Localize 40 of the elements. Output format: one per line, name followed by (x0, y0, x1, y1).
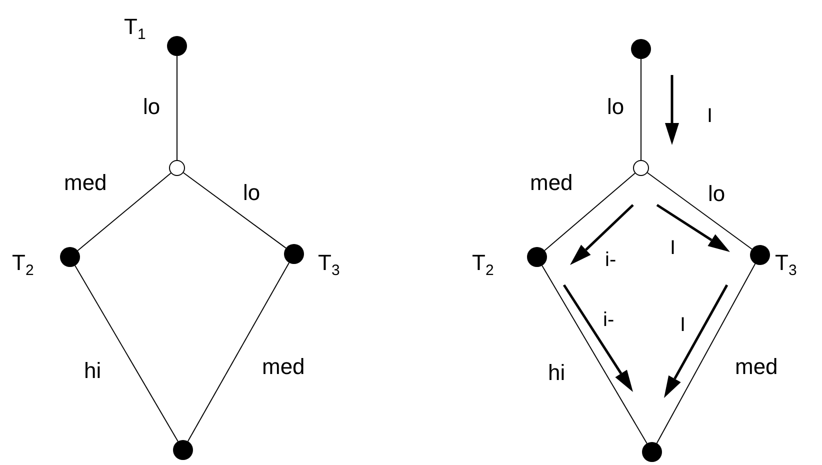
connector-line (544, 172, 636, 251)
connector-line (542, 265, 648, 444)
flow-label: I (670, 238, 676, 258)
node-dot (750, 245, 770, 265)
edge-label: lo (243, 182, 260, 204)
connector-line (176, 56, 178, 160)
node-dot (167, 36, 187, 56)
connector-line (182, 172, 286, 249)
connector-line (656, 263, 756, 444)
edge-label: med (64, 172, 107, 194)
node-label: T$_{3}$ (775, 252, 797, 278)
connector-line (646, 172, 752, 250)
flow-label: I (707, 106, 713, 126)
edge-label: hi (548, 362, 566, 384)
edge-label: med (735, 356, 778, 378)
edge-label: lo (708, 183, 726, 205)
node-label: T$_{2}$ (12, 252, 34, 278)
hollow-junction (169, 160, 185, 176)
flow-label: i- (605, 250, 616, 270)
flow-label: i- (603, 310, 614, 330)
node-label: T$_{3}$ (318, 252, 340, 278)
connector-line (640, 58, 642, 160)
node-dot (284, 244, 304, 264)
node-dot (631, 39, 651, 59)
node-dot (527, 247, 547, 267)
connector-line (74, 265, 178, 442)
connector-line (77, 172, 172, 252)
hollow-junction (633, 160, 649, 176)
edge-label: lo (607, 96, 624, 118)
edge-label: hi (84, 360, 102, 382)
node-label: T$_{1}$ (124, 16, 146, 42)
flow-label: I (680, 315, 686, 335)
edge-label: med (262, 356, 305, 378)
edge-label: lo (143, 96, 160, 118)
connector-line (187, 262, 290, 442)
node-dot (642, 442, 662, 462)
node-dot (173, 440, 193, 460)
node-label: T$_{2}$ (472, 252, 494, 278)
node-dot (60, 247, 80, 267)
edge-label: med (530, 172, 573, 194)
